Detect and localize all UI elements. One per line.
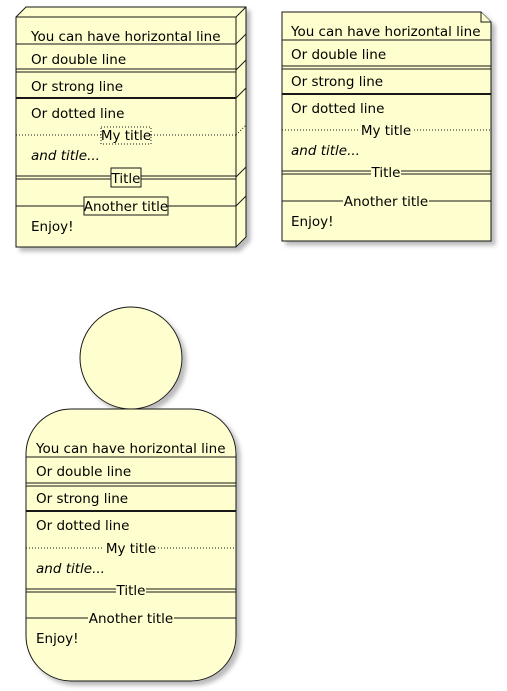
actor-text-line2: Or double line bbox=[36, 464, 131, 480]
note-text-line6: Enjoy! bbox=[291, 214, 334, 230]
node-title-dotted: My title bbox=[101, 128, 151, 144]
node-title-box-single bbox=[83, 196, 169, 216]
node-text-line3: Or strong line bbox=[31, 79, 123, 95]
note-title-dotted: My title bbox=[361, 123, 411, 139]
actor-text-line6: Enjoy! bbox=[36, 631, 79, 647]
actor-title-single: Another title bbox=[89, 611, 173, 627]
actor-title-double: Title bbox=[116, 583, 146, 599]
note-title-single: Another title bbox=[344, 194, 428, 210]
node-text-line2: Or double line bbox=[31, 52, 126, 68]
note-text-line3: Or strong line bbox=[291, 74, 383, 90]
actor-head bbox=[79, 306, 183, 410]
node-text-line1: You can have horizontal line bbox=[30, 29, 221, 45]
node-text-line6: Enjoy! bbox=[31, 219, 74, 235]
node-title-box-double bbox=[110, 167, 142, 188]
note-text-line1: You can have horizontal line bbox=[290, 24, 481, 40]
note-text-line2: Or double line bbox=[291, 47, 386, 63]
note-title-double: Title bbox=[371, 165, 401, 181]
note-shape: You can have horizontal line Or double l… bbox=[281, 11, 492, 242]
node-title-single: Another title bbox=[84, 199, 168, 215]
actor-text-line4: Or dotted line bbox=[36, 518, 129, 534]
note-text-line5: and title... bbox=[291, 143, 360, 159]
node-title-double: Title bbox=[111, 171, 141, 187]
actor-text-line1: You can have horizontal line bbox=[35, 441, 226, 457]
node-title-box-dotted bbox=[100, 126, 152, 145]
node-3d: You can have horizontal line Or double l… bbox=[15, 6, 247, 248]
node-text-line4: Or dotted line bbox=[31, 106, 124, 122]
actor-shape: You can have horizontal line Or double l… bbox=[25, 306, 237, 682]
node-text-line5: and title... bbox=[31, 148, 100, 164]
actor-title-dotted: My title bbox=[106, 541, 156, 557]
actor-text-line5: and title... bbox=[36, 561, 105, 577]
actor-text-line3: Or strong line bbox=[36, 491, 128, 507]
note-text-line4: Or dotted line bbox=[291, 101, 384, 117]
